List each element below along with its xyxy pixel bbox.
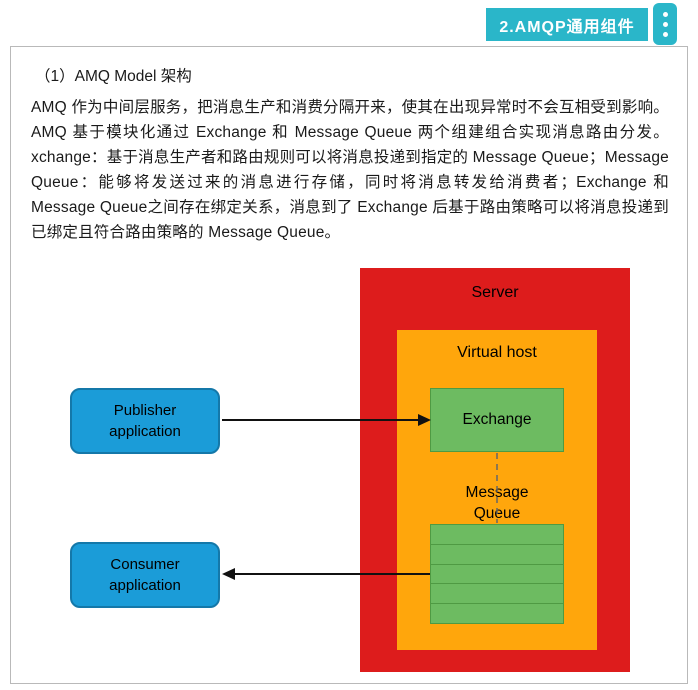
exchange-box: Exchange [430,388,564,452]
page-title: （1）AMQ Model 架构 [35,68,192,85]
queue-row [431,564,563,585]
dot [662,11,668,17]
consumer-application-label: Consumer application [109,556,181,594]
section-badge: 2.AMQP通用组件 [486,8,648,41]
publisher-application-box: Publisher application [70,388,220,454]
message-queue-stack [430,524,564,624]
virtual-host-label: Virtual host [457,344,537,361]
virtual-host-box: Virtual host Exchange Message Queue [397,330,597,650]
server-label: Server [471,284,519,301]
message-queue-label: Message Queue [397,482,597,524]
server-box: Server Virtual host Exchange Message Que… [360,268,630,672]
menu-dots-icon [653,3,677,45]
queue-row [431,604,563,623]
publisher-application-label: Publisher application [109,402,181,440]
queue-row [431,584,563,605]
dot [662,31,668,37]
dot [662,21,668,27]
section-badge-label: 2.AMQP通用组件 [499,18,635,36]
exchange-label: Exchange [462,411,532,428]
queue-row [431,544,563,565]
queue-row [431,525,563,545]
body-paragraph: AMQ 作为中间层服务，把消息生产和消费分隔开来，使其在出现异常时不会互相受到影… [31,99,669,241]
consumer-application-box: Consumer application [70,542,220,608]
message-queue-label-text: Message Queue [465,484,529,522]
